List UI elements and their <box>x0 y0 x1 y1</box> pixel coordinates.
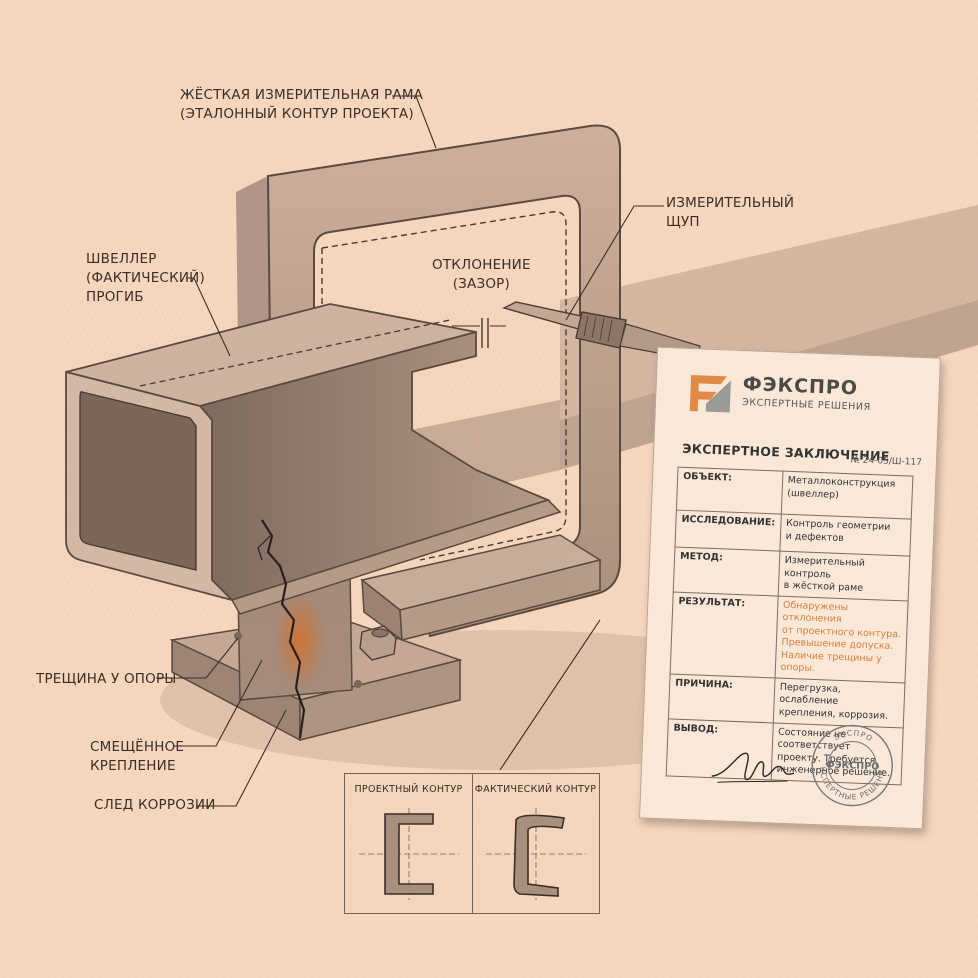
label-displaced-line1: СМЕЩЁННОЕ <box>90 739 185 755</box>
label-channel-line3: ПРОГИБ <box>86 289 144 305</box>
row-key: ИССЛЕДОВАНИЕ: <box>674 510 781 552</box>
row-key: МЕТОД: <box>673 547 780 596</box>
measuring-probe <box>502 301 701 361</box>
label-channel-line1: ШВЕЛЛЕР <box>86 251 157 267</box>
leader-lines <box>156 95 664 807</box>
design-profile-drawing <box>359 808 459 900</box>
row-value-line: Наличие трещины у опоры. <box>780 649 882 675</box>
row-key: ПРИЧИНА: <box>668 673 775 723</box>
label-measuring-probe-line2: ЩУП <box>666 214 700 230</box>
label-deviation-line2: (ЗАЗОР) <box>452 276 510 292</box>
label-measuring-probe: ИЗМЕРИТЕЛЬНЫЙ ЩУП <box>666 194 794 232</box>
row-value: Измерительный контроль в жёсткой раме <box>777 551 910 601</box>
profile-comparison-panel: ПРОЕКТНЫЙ КОНТУР ФАКТИЧЕСКИЙ КОНТУР <box>344 773 600 914</box>
label-measuring-probe-line1: ИЗМЕРИТЕЛЬНЫЙ <box>666 195 795 211</box>
gap-marker <box>452 318 506 348</box>
expert-conclusion-document: ФЭКСПРО ЭКСПЕРТНЫЕ РЕШЕНИЯ ЭКСПЕРТНОЕ ЗА… <box>639 346 941 830</box>
label-measuring-frame: ЖЁСТКАЯ ИЗМЕРИТЕЛЬНАЯ РАМА (ЭТАЛОННЫЙ КО… <box>180 86 423 124</box>
doc-brand-name: ФЭКСПРО <box>742 373 859 400</box>
channel-beam <box>65 300 566 739</box>
label-corrosion-text: СЛЕД КОРРОЗИИ <box>94 797 216 813</box>
actual-profile-drawing <box>486 808 586 900</box>
crack-mark <box>261 519 306 739</box>
label-measuring-frame-line1: ЖЁСТКАЯ ИЗМЕРИТЕЛЬНАЯ РАМА <box>180 87 424 103</box>
doc-brand-tagline: ЭКСПЕРТНЫЕ РЕШЕНИЯ <box>741 397 871 413</box>
row-value-line: Перегрузка, ослабление <box>779 681 842 707</box>
row-value-highlight: Обнаружены отклонения от проектного конт… <box>774 595 909 683</box>
row-value: Перегрузка, ослабление крепления, корроз… <box>772 677 905 728</box>
doc-number: № 24-05/Ш-117 <box>850 455 923 468</box>
svg-text:ФЭКСПРО: ФЭКСПРО <box>825 759 880 772</box>
design-contour-caption: ПРОЕКТНЫЙ КОНТУР <box>354 784 463 795</box>
label-crack: ТРЕЩИНА У ОПОРЫ <box>36 670 176 689</box>
label-channel-line2: (ФАКТИЧЕСКИЙ) <box>86 270 205 286</box>
label-channel: ШВЕЛЛЕР (ФАКТИЧЕСКИЙ) ПРОГИБ <box>86 250 205 307</box>
row-key: РЕЗУЛЬТАТ: <box>670 591 778 678</box>
row-value: Металлоконструкция (швеллер) <box>780 471 913 520</box>
label-deviation: ОТКЛОНЕНИЕ (ЗАЗОР) <box>432 256 531 294</box>
label-displaced-line2: КРЕПЛЕНИЕ <box>90 758 176 774</box>
brand-logo-icon <box>689 375 731 413</box>
panel-divider <box>472 774 473 913</box>
stamp-seal-icon: ЭКСПРО ЭКСПЕРТНЫЕ РЕШЕНИЯ ФЭКСПРО <box>809 722 893 807</box>
label-displaced-fixing: СМЕЩЁННОЕ КРЕПЛЕНИЕ <box>90 738 184 776</box>
label-deviation-line1: ОТКЛОНЕНИЕ <box>432 257 531 273</box>
row-value: Контроль геометрии и дефектов <box>779 514 912 557</box>
label-corrosion: СЛЕД КОРРОЗИИ <box>94 796 216 815</box>
row-value-line: Обнаружены отклонения <box>782 599 849 625</box>
row-key: ОБЪЕКТ: <box>676 467 783 515</box>
table-row: РЕЗУЛЬТАТ: Обнаружены отклонения от прое… <box>670 591 909 683</box>
signature-icon <box>711 752 795 783</box>
label-measuring-frame-line2: (ЭТАЛОННЫЙ КОНТУР ПРОЕКТА) <box>180 106 414 122</box>
label-crack-text: ТРЕЩИНА У ОПОРЫ <box>36 671 177 687</box>
actual-contour-caption: ФАКТИЧЕСКИЙ КОНТУР <box>474 784 597 795</box>
